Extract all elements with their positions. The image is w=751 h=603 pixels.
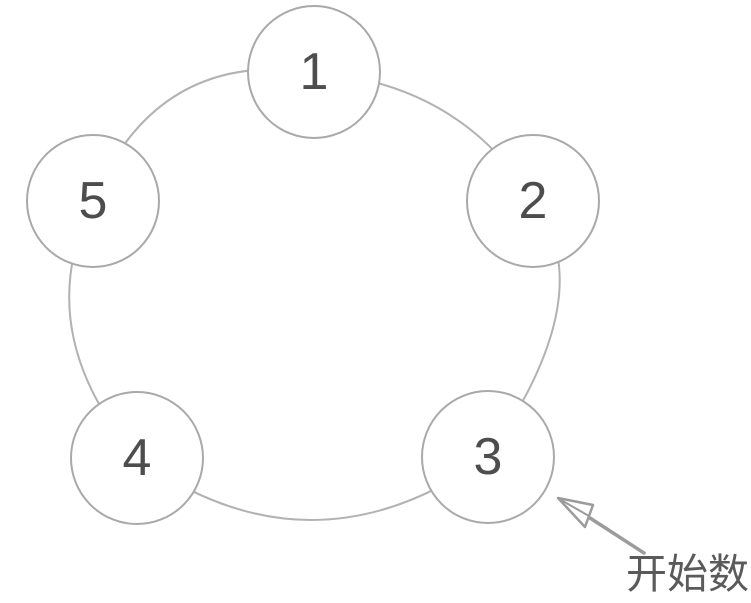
node-2: 2: [466, 134, 600, 268]
start-counting-label: 开始数: [626, 551, 749, 597]
node-1: 1: [247, 5, 381, 139]
node-5: 5: [26, 134, 160, 268]
node-2-label: 2: [518, 172, 548, 230]
node-3-label: 3: [473, 428, 503, 486]
arrow-shaft: [588, 516, 646, 555]
node-1-label: 1: [299, 43, 329, 101]
node-3: 3: [421, 390, 555, 524]
node-5-label: 5: [78, 172, 108, 230]
node-4-label: 4: [122, 429, 152, 487]
node-4: 4: [70, 391, 204, 525]
arrow-pointer: [556, 496, 646, 555]
arrow-head-inner-line: [560, 499, 590, 517]
